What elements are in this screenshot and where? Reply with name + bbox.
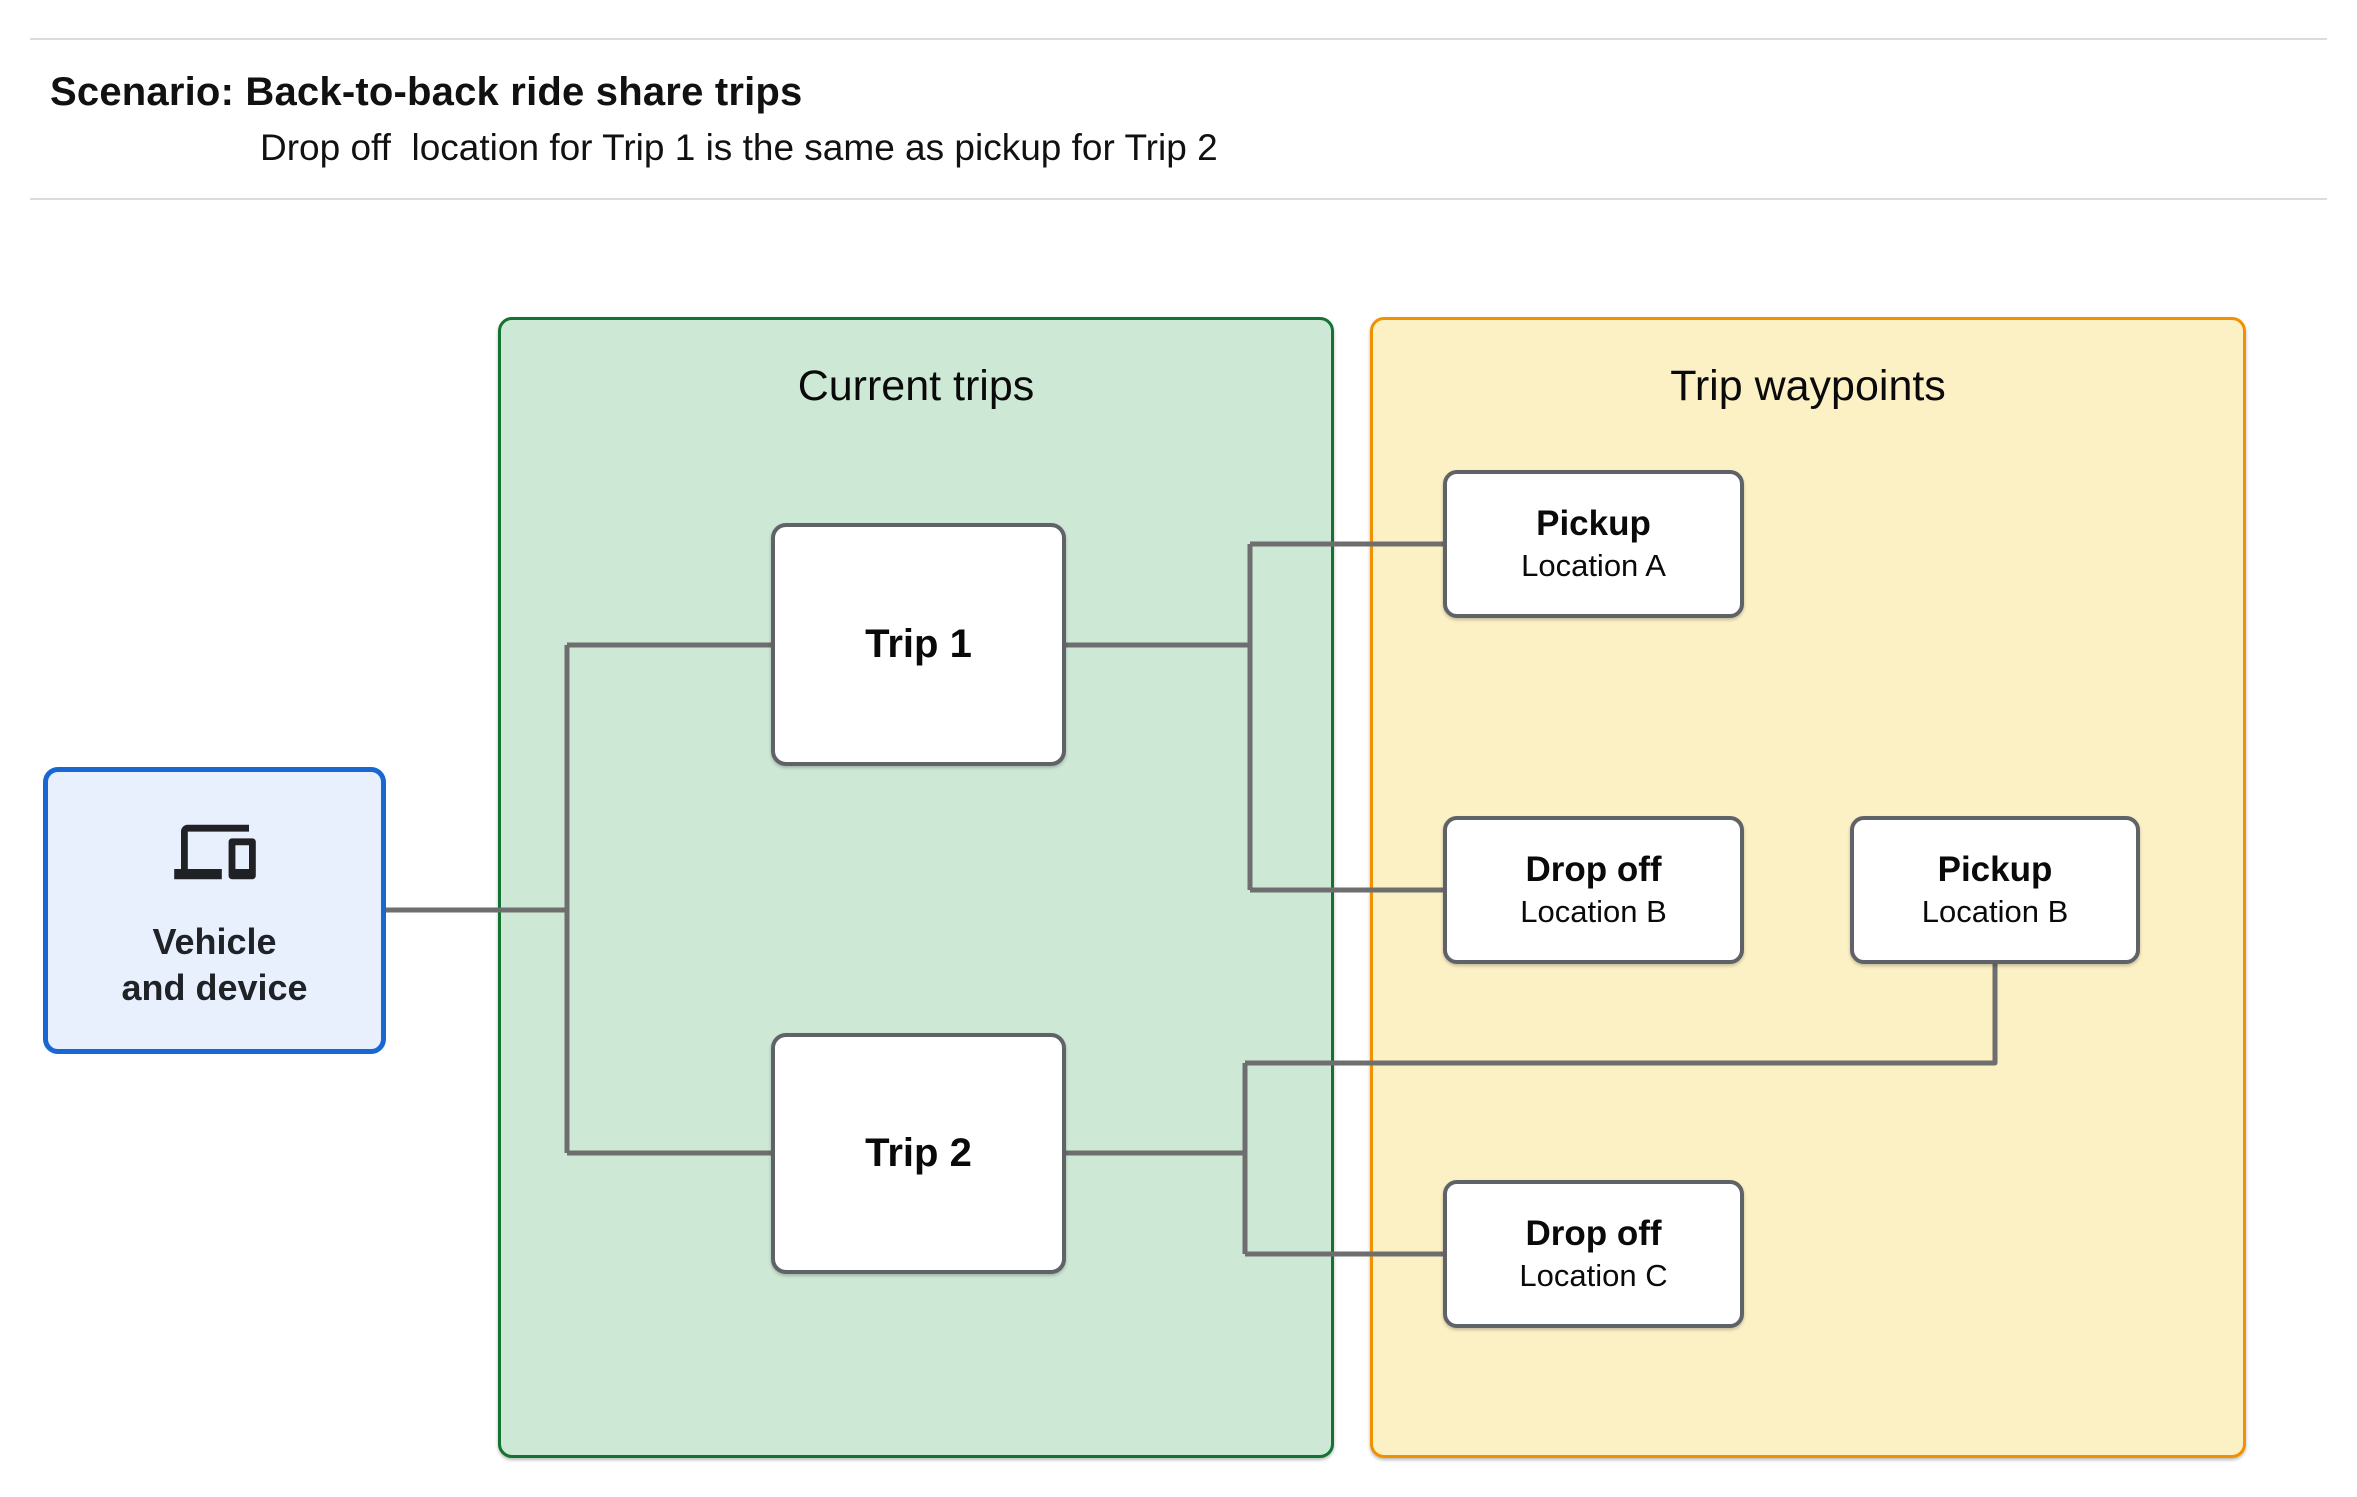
trip-1-node: Trip 1	[771, 523, 1066, 766]
header-divider-bottom	[30, 198, 2327, 200]
vehicle-label-line2: and device	[121, 967, 308, 1008]
dropoff-location-b-node: Drop off Location B	[1443, 816, 1744, 964]
waypoint-location: Location C	[1519, 1258, 1668, 1293]
waypoint-title: Drop off	[1525, 1214, 1662, 1253]
dropoff-location-c-node: Drop off Location C	[1443, 1180, 1744, 1328]
waypoint-location: Location B	[1520, 894, 1667, 929]
trip-2-node: Trip 2	[771, 1033, 1066, 1274]
connector-pickup-b-down	[1245, 960, 1998, 1066]
devices-icon	[173, 818, 256, 891]
vehicle-and-device-node: Vehicle and device	[43, 767, 386, 1054]
waypoint-location: Location B	[1921, 894, 2069, 929]
pickup-location-a-node: Pickup Location A	[1443, 470, 1744, 618]
waypoint-title: Pickup	[1937, 850, 2053, 889]
trip-waypoints-title: Trip waypoints	[1670, 362, 1946, 410]
waypoint-location: Location A	[1521, 548, 1666, 583]
page-subtitle: Drop off location for Trip 1 is the same…	[260, 127, 1218, 168]
waypoint-title: Drop off	[1525, 850, 1662, 889]
trip-1-label: Trip 1	[865, 622, 972, 666]
vehicle-node-label: Vehicle and device	[121, 919, 307, 1011]
current-trips-title: Current trips	[797, 362, 1035, 410]
pickup-location-b-node: Pickup Location B	[1850, 816, 2140, 964]
trip-2-label: Trip 2	[865, 1131, 972, 1175]
page-title: Scenario: Back-to-back ride share trips	[50, 70, 803, 114]
vehicle-label-line1: Vehicle	[152, 921, 277, 962]
waypoint-title: Pickup	[1536, 504, 1651, 543]
header-divider-top	[30, 38, 2327, 40]
